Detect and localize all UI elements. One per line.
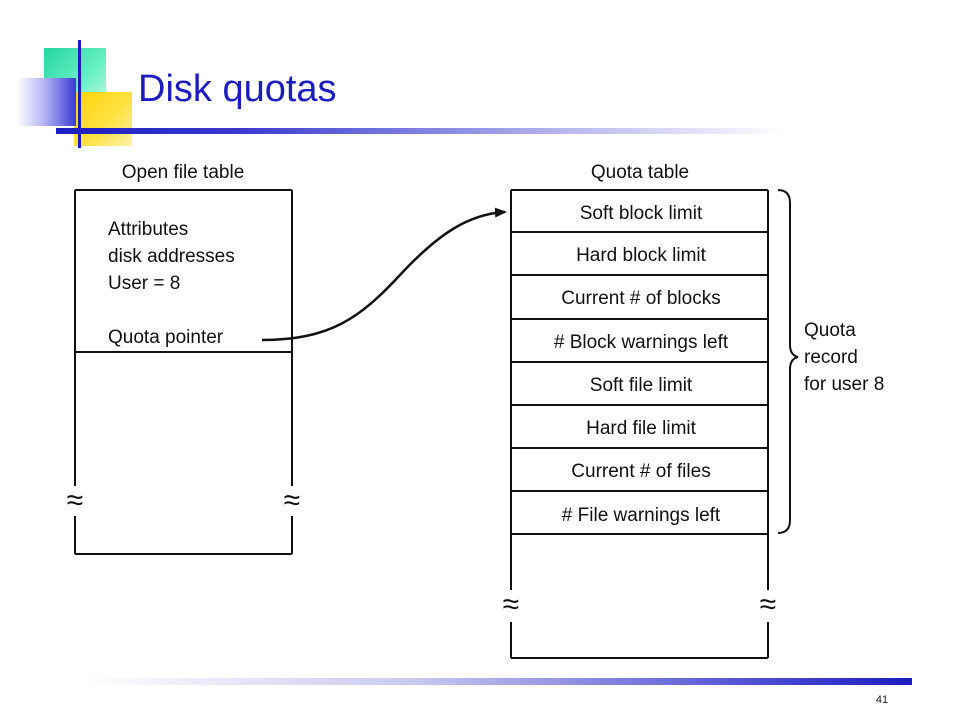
quota-row-hard-block-limit: Hard block limit [576, 245, 707, 266]
page-number: 41 [875, 694, 889, 706]
brace-label-line-3: for user 8 [804, 374, 884, 395]
quota-row-block-warnings-left: # Block warnings left [554, 332, 729, 353]
logo-square-blue [16, 78, 76, 126]
logo-vertical-line [78, 40, 81, 148]
logo-square-yellow [74, 92, 132, 146]
quota-table [510, 189, 769, 659]
slide-title: Disk quotas [138, 68, 337, 110]
quota-pointer-arrow [261, 207, 507, 342]
break-mark-quota-table-right: ≈ [760, 588, 776, 621]
quota-row-current-blocks: Current # of blocks [561, 288, 720, 309]
quota-row-file-warnings-left: # File warnings left [562, 505, 721, 526]
entry-line-attributes: Attributes [108, 219, 188, 240]
title-underline [56, 128, 786, 134]
break-mark-left-table-right: ≈ [284, 484, 300, 517]
brace-label-line-2: record [804, 347, 858, 368]
open-file-table [74, 189, 293, 555]
quota-table-label: Quota table [591, 162, 689, 183]
footer-rule [80, 678, 912, 685]
quota-row-soft-block-limit: Soft block limit [580, 203, 703, 224]
quota-row-hard-file-limit: Hard file limit [586, 418, 697, 439]
entry-line-user: User = 8 [108, 273, 180, 294]
quota-row-current-files: Current # of files [571, 461, 710, 482]
break-mark-left-table-left: ≈ [67, 484, 83, 517]
entry-line-disk-addresses: disk addresses [108, 246, 235, 267]
quota-row-soft-file-limit: Soft file limit [590, 375, 693, 396]
brace-label-line-1: Quota [804, 320, 856, 341]
open-file-table-label: Open file table [122, 162, 245, 183]
break-mark-quota-table-left: ≈ [503, 588, 519, 621]
quota-pointer-label: Quota pointer [108, 327, 224, 348]
quota-record-brace [777, 189, 799, 534]
